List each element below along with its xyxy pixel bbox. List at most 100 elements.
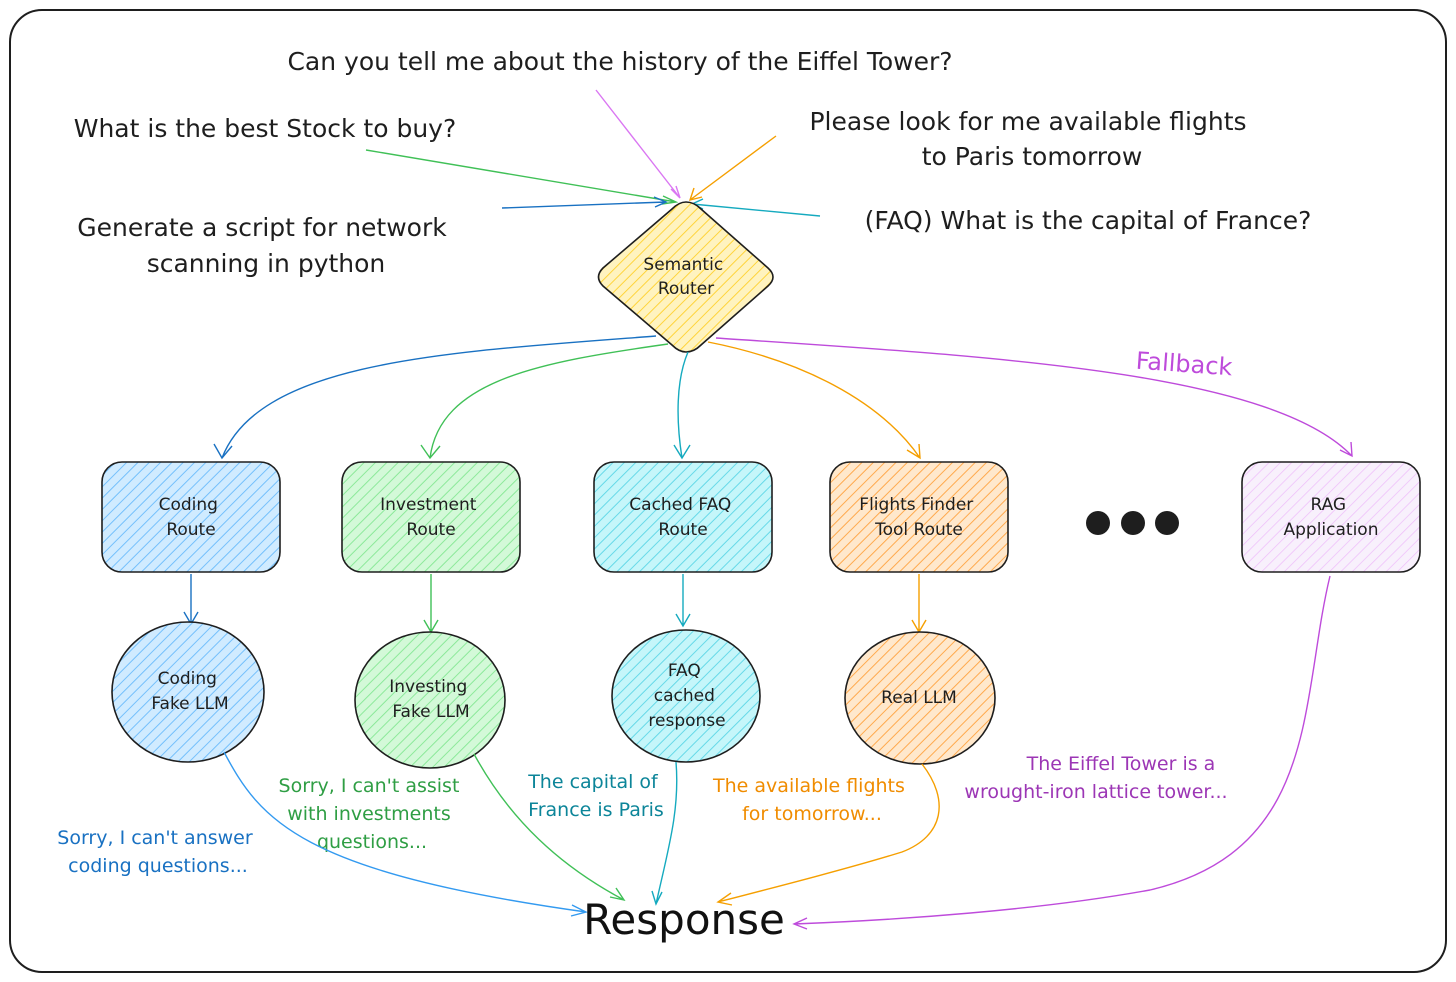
answer-investment-line-3: questions... bbox=[317, 831, 427, 853]
router-label-line-2: Router bbox=[658, 279, 714, 299]
query-stock-line: What is the best Stock to buy? bbox=[74, 114, 457, 143]
ellipsis-dot-1 bbox=[1086, 511, 1110, 535]
query-eiffel: Can you tell me about the history of the… bbox=[287, 47, 952, 76]
route-faq-label: Cached FAQ Route bbox=[629, 495, 736, 540]
handler-coding-label-line-2: Fake LLM bbox=[151, 694, 228, 714]
handler-faq-circle bbox=[611, 629, 761, 763]
answer-rag-line-1: The Eiffel Tower is a bbox=[1026, 753, 1216, 775]
route-investment-label-line-1: Investment bbox=[380, 495, 477, 515]
arrow-coding-to-handler bbox=[183, 574, 199, 626]
ellipsis-dot-3 bbox=[1155, 511, 1179, 535]
route-coding: Coding Route bbox=[101, 461, 281, 573]
query-script: Generate a script for network scanning i… bbox=[77, 213, 454, 278]
route-flights: Flights Finder Tool Route bbox=[829, 461, 1009, 573]
route-faq-label-line-1: Cached FAQ bbox=[629, 495, 731, 515]
answer-rag-line-2: wrought-iron lattice tower... bbox=[964, 781, 1227, 803]
route-rag-box bbox=[1241, 461, 1421, 573]
answer-faq: The capital of France is Paris bbox=[527, 771, 664, 821]
arrow-router-to-rag bbox=[715, 337, 1353, 458]
query-script-line-2: scanning in python bbox=[147, 249, 386, 278]
handler-coding-label-line-1: Coding bbox=[158, 669, 217, 689]
answer-faq-line-2: France is Paris bbox=[528, 799, 664, 821]
more-routes-ellipsis-icon bbox=[1086, 511, 1179, 535]
arrow-eiffel-to-router bbox=[595, 89, 681, 199]
query-flights-line-1: Please look for me available flights bbox=[809, 107, 1246, 136]
handler-faq: FAQ cached response bbox=[611, 629, 761, 763]
answer-coding-line-2: coding questions... bbox=[68, 855, 248, 877]
answer-investment-line-1: Sorry, I can't assist bbox=[279, 775, 460, 797]
arrow-faq-to-response bbox=[651, 761, 678, 906]
handler-investment-label: Investing Fake LLM bbox=[389, 677, 473, 722]
route-coding-label-line-1: Coding bbox=[159, 495, 218, 515]
route-flights-label-line-2: Tool Route bbox=[874, 520, 963, 540]
arrow-faq-to-handler bbox=[675, 574, 691, 628]
arrow-router-to-faq bbox=[673, 351, 691, 460]
handler-flights-label-line-1: Real LLM bbox=[881, 688, 957, 708]
router-label-line-1: Semantic bbox=[643, 255, 723, 275]
handler-faq-label-line-2: cached bbox=[654, 686, 715, 706]
arrow-stock-to-router bbox=[365, 149, 679, 205]
router-label: Semantic Router bbox=[643, 255, 728, 299]
fallback-label: Fallback bbox=[1135, 347, 1233, 382]
handler-faq-label-line-1: FAQ bbox=[668, 661, 701, 681]
route-rag: RAG Application bbox=[1241, 461, 1421, 573]
answer-coding: Sorry, I can't answer coding questions..… bbox=[57, 827, 258, 877]
arrow-router-to-investment bbox=[420, 343, 669, 460]
route-coding-label: Coding Route bbox=[159, 495, 224, 540]
arrow-investment-to-handler bbox=[423, 574, 439, 634]
handler-investment-label-line-1: Investing bbox=[389, 677, 467, 697]
handler-faq-label-line-3: response bbox=[648, 711, 725, 731]
route-coding-label-line-2: Route bbox=[166, 520, 215, 540]
arrow-rag-to-response bbox=[792, 575, 1331, 930]
diagram-frame bbox=[9, 9, 1447, 973]
query-flights-line-2: to Paris tomorrow bbox=[922, 142, 1143, 171]
handler-flights: Real LLM bbox=[844, 631, 996, 765]
response-label: Response bbox=[583, 895, 785, 944]
answer-rag: The Eiffel Tower is a wrought-iron latti… bbox=[964, 753, 1227, 803]
handler-flights-circle bbox=[844, 631, 996, 765]
handler-flights-label: Real LLM bbox=[881, 688, 957, 708]
route-faq: Cached FAQ Route bbox=[593, 461, 773, 573]
ellipsis-dot-2 bbox=[1121, 511, 1145, 535]
handler-coding-circle bbox=[111, 621, 265, 763]
handler-investment-label-line-2: Fake LLM bbox=[392, 702, 469, 722]
route-flights-box bbox=[829, 461, 1009, 573]
handler-faq-label: FAQ cached response bbox=[648, 661, 725, 731]
route-investment: Investment Route bbox=[341, 461, 521, 573]
arrow-flights-to-handler bbox=[911, 574, 927, 634]
query-faq-line: (FAQ) What is the capital of France? bbox=[865, 206, 1312, 235]
handler-investment: Investing Fake LLM bbox=[354, 631, 506, 769]
semantic-router: Semantic Router bbox=[597, 201, 774, 353]
route-coding-box bbox=[101, 461, 281, 573]
query-eiffel-line: Can you tell me about the history of the… bbox=[287, 47, 952, 76]
arrow-router-to-flights bbox=[707, 341, 921, 460]
route-faq-label-line-2: Route bbox=[658, 520, 707, 540]
router-diamond bbox=[597, 201, 774, 353]
route-faq-box bbox=[593, 461, 773, 573]
handler-arrows bbox=[183, 574, 927, 634]
response-arrows bbox=[223, 575, 1331, 930]
arrow-flights-to-router bbox=[688, 135, 777, 201]
query-arrows bbox=[365, 89, 821, 217]
answer-investment: Sorry, I can't assist with investments q… bbox=[279, 775, 466, 853]
arrow-investment-to-response bbox=[473, 753, 626, 902]
route-flights-label-line-1: Flights Finder bbox=[859, 495, 973, 515]
query-stock: What is the best Stock to buy? bbox=[74, 114, 457, 143]
query-flights: Please look for me available flights to … bbox=[809, 107, 1254, 171]
handler-coding: Coding Fake LLM bbox=[111, 621, 265, 763]
route-arrows bbox=[213, 335, 1353, 460]
route-rag-label: RAG Application bbox=[1284, 495, 1379, 540]
arrow-router-to-coding bbox=[213, 335, 657, 460]
route-investment-box bbox=[341, 461, 521, 573]
answer-coding-line-1: Sorry, I can't answer bbox=[57, 827, 253, 849]
arrow-faq-to-router bbox=[690, 198, 821, 217]
arrow-script-to-router bbox=[501, 196, 668, 209]
answer-faq-line-1: The capital of bbox=[527, 771, 659, 793]
handler-coding-label: Coding Fake LLM bbox=[151, 669, 228, 714]
handler-investment-circle bbox=[354, 631, 506, 769]
route-rag-label-line-1: RAG bbox=[1310, 495, 1346, 515]
query-script-line-1: Generate a script for network bbox=[77, 213, 447, 242]
route-flights-label: Flights Finder Tool Route bbox=[859, 495, 978, 540]
answer-investment-line-2: with investments bbox=[287, 803, 451, 825]
